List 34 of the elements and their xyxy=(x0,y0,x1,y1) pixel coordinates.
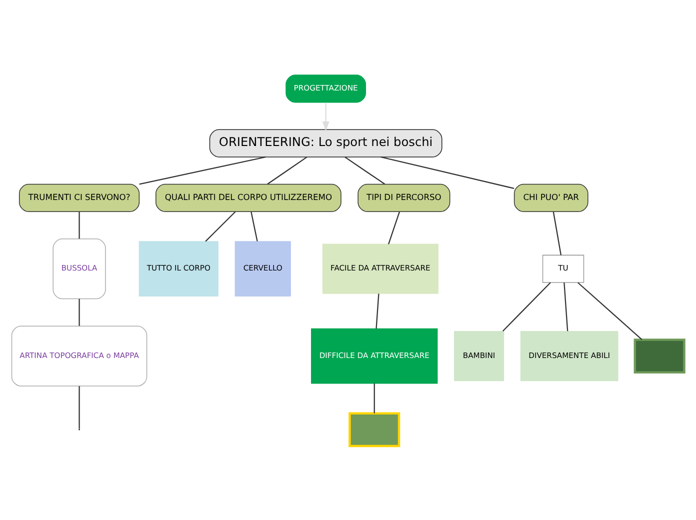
node-box: BUSSOLA xyxy=(52,238,106,299)
connector xyxy=(344,156,386,184)
connector xyxy=(139,156,266,184)
node-box: ARTINA TOPOGRAFICA o MAPPA xyxy=(11,325,148,386)
node-box: TIPI DI PERCORSO xyxy=(358,183,450,212)
connector xyxy=(78,298,80,326)
connector xyxy=(250,211,258,241)
connector xyxy=(578,282,642,340)
connector xyxy=(552,211,562,255)
connector xyxy=(78,211,80,238)
node-box: TRUMENTI CI SERVONO? xyxy=(18,183,140,212)
connector xyxy=(380,156,514,188)
connector xyxy=(388,211,400,244)
node-box: CERVELLO xyxy=(234,240,291,296)
node-box: DIFFICILE DA ATTRAVERSARE xyxy=(311,328,438,384)
connector xyxy=(376,293,380,328)
node-box xyxy=(634,338,686,374)
node-box: DIVERSAMENTE ABILI xyxy=(520,330,618,381)
connector xyxy=(205,210,236,242)
connector xyxy=(374,382,375,413)
node-box: ORIENTEERING: Lo sport nei boschi xyxy=(209,128,442,157)
connector xyxy=(502,282,551,332)
connector xyxy=(78,386,80,428)
node-box: QUALI PARTI DEL CORPO UTILIZZEREMO xyxy=(156,183,342,212)
node-box: TUTTO IL CORPO xyxy=(138,240,218,296)
connector xyxy=(564,282,568,331)
node-box xyxy=(348,412,400,447)
node-box: TU xyxy=(542,254,584,282)
connector xyxy=(267,156,308,184)
node-box: FACILE DA ATTRAVERSARE xyxy=(322,243,438,294)
node-box: CHI PUO' PAR xyxy=(514,183,588,212)
node-box: BAMBINI xyxy=(454,330,504,381)
arrow xyxy=(322,102,330,131)
node-box: PROGETTAZIONE xyxy=(286,74,366,102)
